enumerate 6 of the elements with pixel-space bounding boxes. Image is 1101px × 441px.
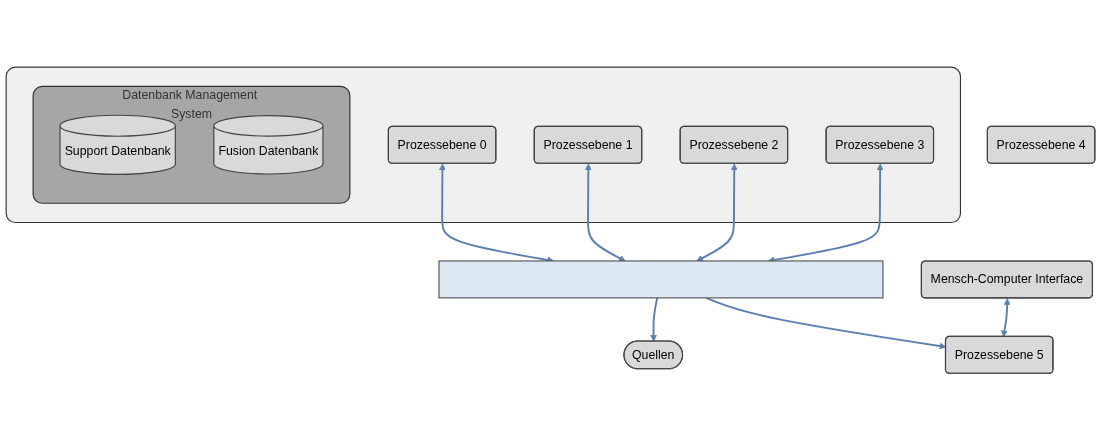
arrow xyxy=(1001,298,1011,338)
node-bar xyxy=(438,260,884,299)
cluster xyxy=(5,66,962,224)
arrow xyxy=(650,297,659,342)
arrow xyxy=(696,163,738,262)
arrow xyxy=(584,163,626,262)
